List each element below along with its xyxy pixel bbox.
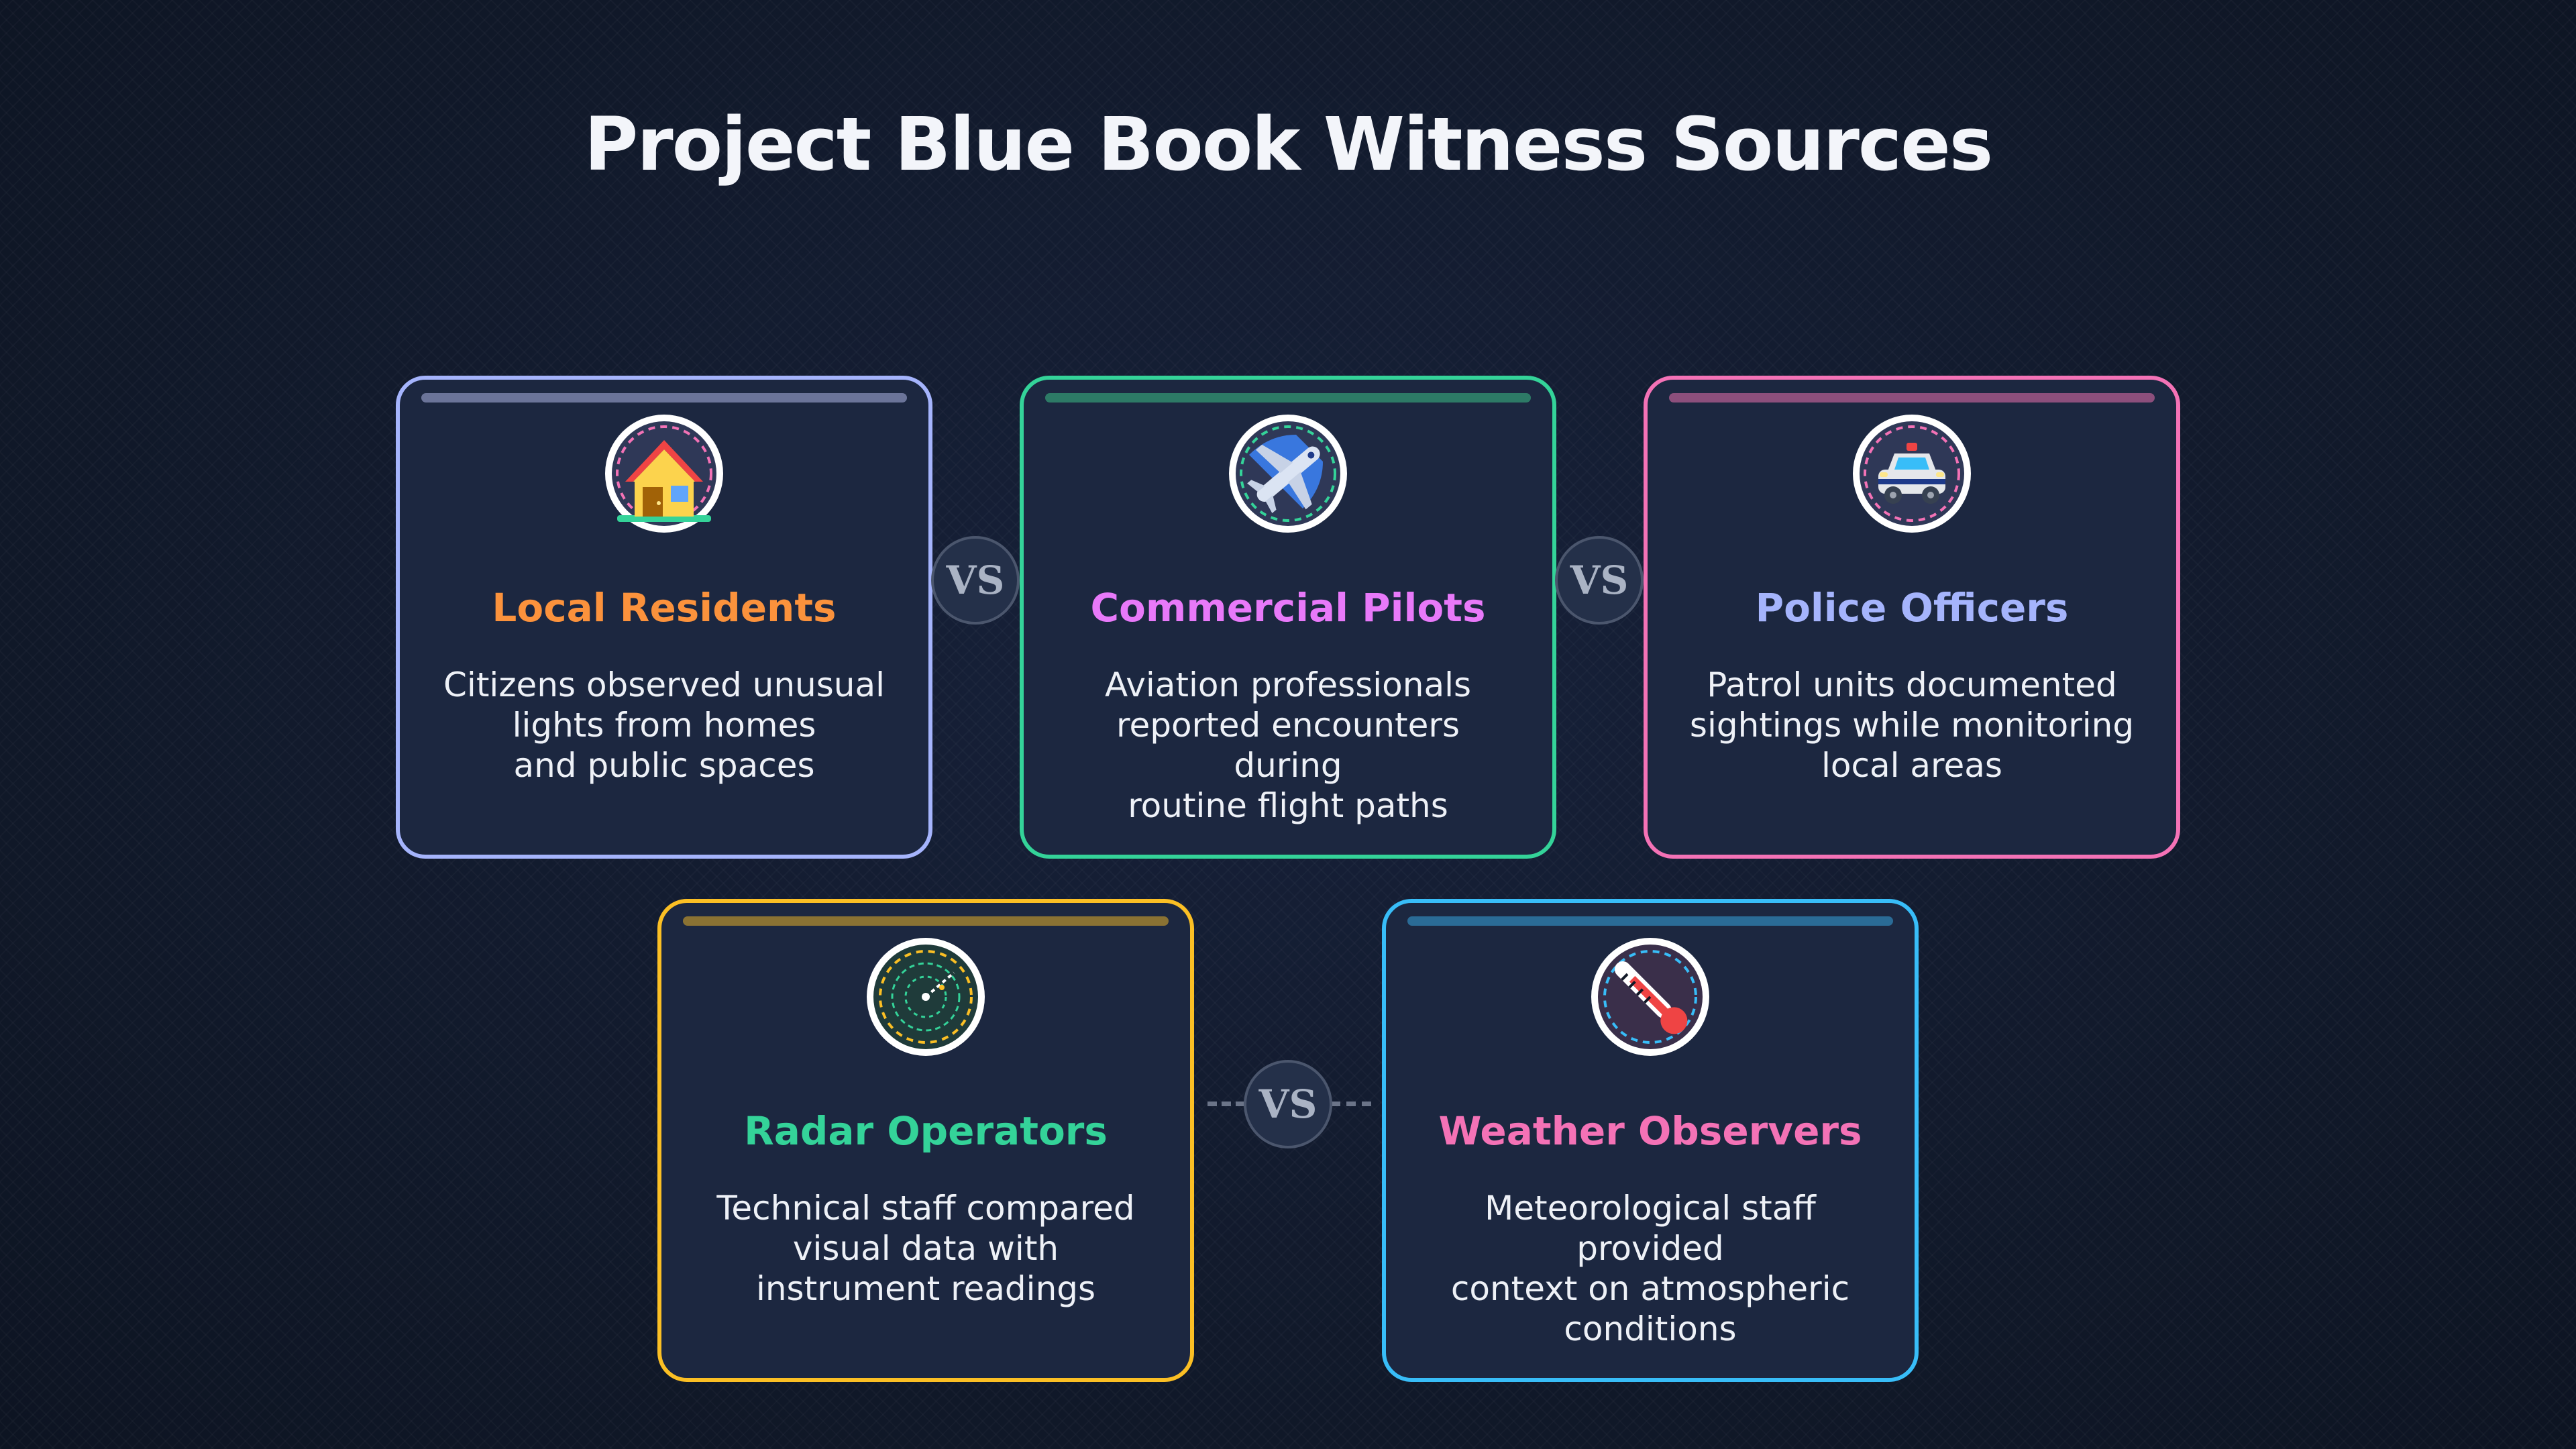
card-police-officers: Police Officers Patrol units documented …: [1644, 376, 2180, 859]
vs-badge-radar-weather: VS: [1244, 1060, 1332, 1148]
card-accent-bar: [1407, 916, 1893, 926]
card-title: Local Residents: [492, 585, 837, 631]
card-local-residents: Local Residents Citizens observed unusua…: [396, 376, 932, 859]
card-description: Technical staff compared visual data wit…: [702, 1188, 1150, 1309]
card-description: Meteorological staff provided context on…: [1426, 1188, 1874, 1349]
card-accent-bar: [683, 916, 1169, 926]
description-line: conditions: [1564, 1309, 1737, 1348]
card-accent-bar: [1669, 393, 2155, 402]
connector-dash-left: [1208, 1102, 1245, 1106]
description-line: context on atmospheric: [1450, 1269, 1850, 1308]
thermometer-icon: [1591, 938, 1709, 1056]
card-accent-bar: [421, 393, 907, 402]
description-line: sightings while monitoring: [1689, 706, 2135, 745]
description-line: Meteorological staff provided: [1485, 1189, 1816, 1268]
description-line: visual data with: [792, 1229, 1059, 1268]
vs-badge-residents-pilots: VS: [931, 536, 1020, 625]
police-car-icon: [1853, 415, 1971, 533]
description-line: local areas: [1821, 746, 2002, 785]
radar-icon: [867, 938, 985, 1056]
description-line: instrument readings: [755, 1269, 1096, 1308]
card-title: Commercial Pilots: [1090, 585, 1486, 631]
description-line: Aviation professionals: [1104, 665, 1472, 704]
airplane-icon: [1229, 415, 1347, 533]
description-line: and public spaces: [513, 746, 815, 785]
card-accent-bar: [1045, 393, 1531, 402]
card-weather-observers: Weather Observers Meteorological staff p…: [1382, 899, 1919, 1382]
description-line: Technical staff compared: [716, 1189, 1135, 1228]
description-line: Citizens observed unusual: [443, 665, 885, 704]
connector-dash-right: [1331, 1102, 1371, 1106]
vs-badge-pilots-police: VS: [1555, 536, 1644, 625]
page-title: Project Blue Book Witness Sources: [584, 101, 1993, 187]
card-description: Citizens observed unusual lights from ho…: [440, 665, 888, 786]
card-description: Patrol units documented sightings while …: [1688, 665, 2136, 786]
card-title: Radar Operators: [744, 1108, 1108, 1154]
description-line: routine flight paths: [1128, 786, 1448, 825]
description-line: lights from homes: [512, 706, 816, 745]
description-line: Patrol units documented: [1707, 665, 2117, 704]
card-title: Police Officers: [1755, 585, 2069, 631]
description-line: reported encounters during: [1116, 706, 1460, 785]
card-title: Weather Observers: [1438, 1108, 1862, 1154]
card-description: Aviation professionals reported encounte…: [1064, 665, 1512, 826]
house-icon: [605, 415, 723, 533]
card-commercial-pilots: Commercial Pilots Aviation professionals…: [1020, 376, 1556, 859]
card-radar-operators: Radar Operators Technical staff compared…: [657, 899, 1194, 1382]
